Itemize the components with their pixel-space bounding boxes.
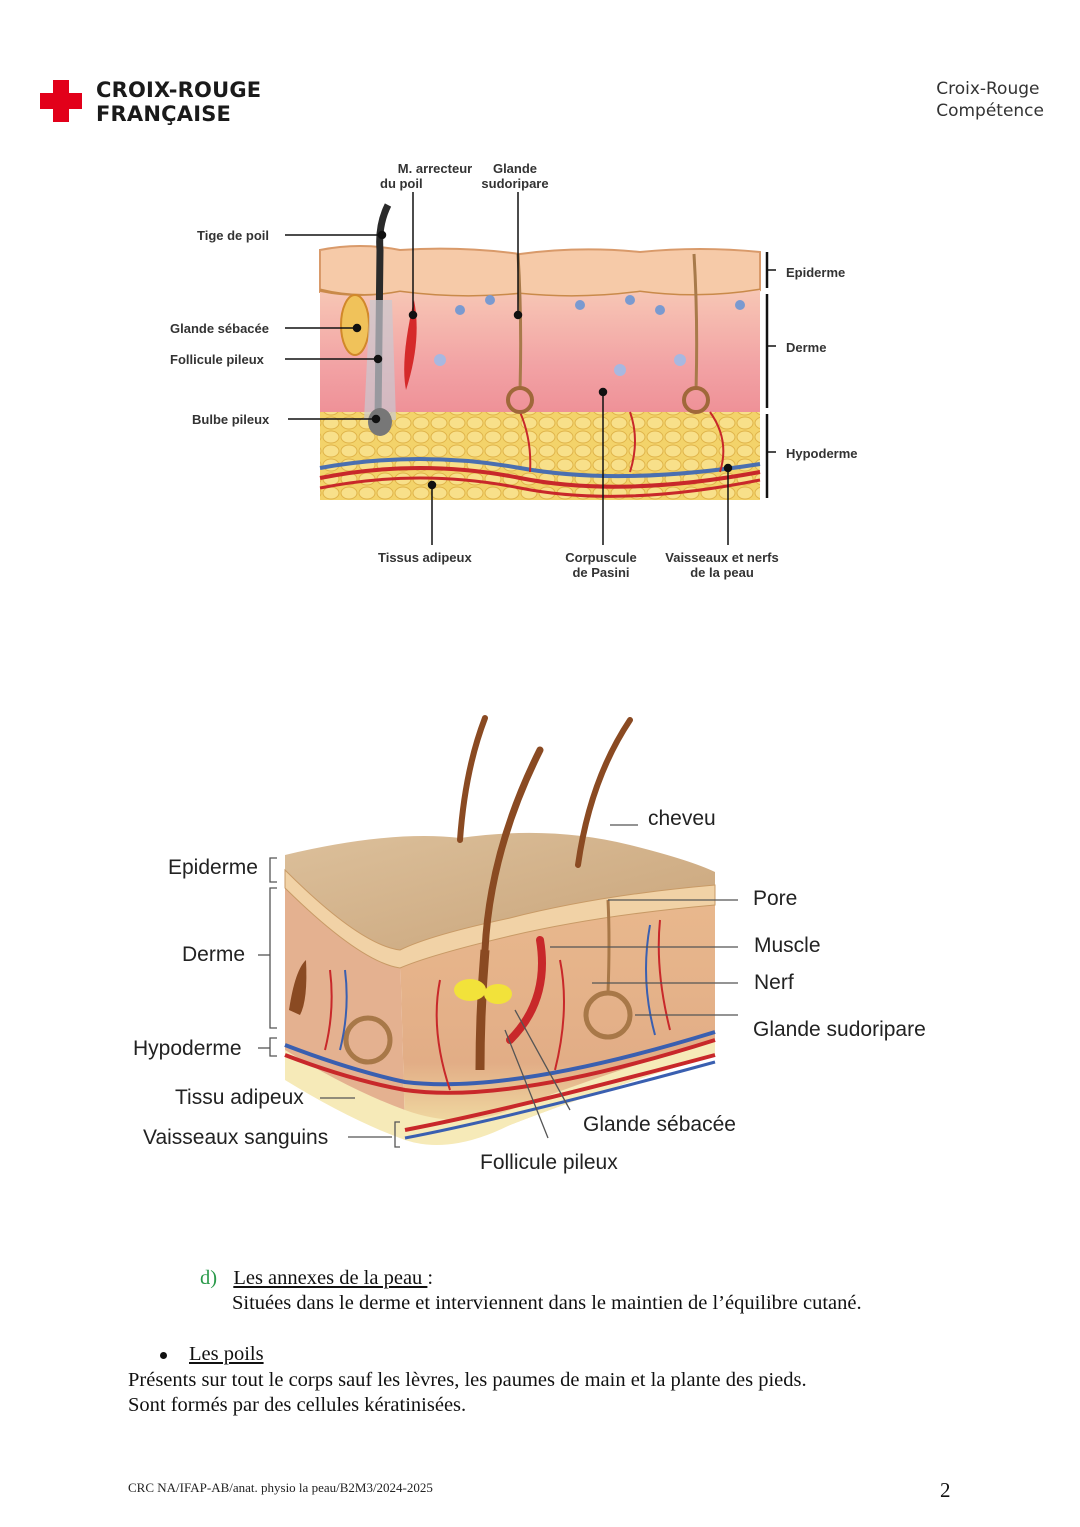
label-adipose-tissue: Tissus adipeux [378,550,472,565]
header-right-line-1: Croix-Rouge [936,79,1040,99]
label-dermis: Derme [786,340,827,355]
bullet-icon [160,1351,167,1359]
logo-line-1: CROIX-ROUGE [96,78,262,102]
label-blood-vessels: Vaisseaux sanguins [143,1126,329,1149]
label-sebaceous-gland-2: Glande sébacée [583,1113,736,1136]
label-hair-follicle-2: Follicule pileux [480,1151,618,1174]
section-letter: d) [200,1267,218,1289]
label-hair: cheveu [648,807,716,830]
section-description: Situées dans le derme et interviennent d… [232,1292,862,1314]
label-sebaceous-gland: Glande sébacée [170,321,269,336]
section-title: Les annexes de la peau [233,1267,428,1289]
label-hair-follicle: Follicule pileux [170,352,264,367]
label-dermis-2: Derme [182,943,246,966]
label-pacini-line-2: de Pasini [572,565,630,580]
label-epidermis: Epiderme [786,265,846,280]
label-sweat-gland-2: Glande sudoripare [753,1018,926,1041]
skin-block-diagram-2 [258,715,738,1148]
label-hypodermis-2: Hypoderme [133,1037,242,1060]
label-hair-bulb: Bulbe pileux [192,412,270,427]
label-pore: Pore [753,887,798,910]
logo-text: CROIX-ROUGE FRANÇAISE [96,78,261,126]
body-line-2: Sont formés par des cellules kératinisée… [128,1394,467,1416]
red-cross-logo-icon [40,80,82,122]
label-arrector-muscle: M. arrecteur du poil [380,161,490,191]
label-sweat-gland-line-1: Glande [492,161,538,176]
label-vessels-line-2: de la peau [690,565,754,580]
header-right-line-2: Compétence [936,101,1044,121]
label-vessels-line-1: Vaisseaux et nerfs [665,550,779,565]
footer-reference: CRC NA/IFAP-AB/anat. physio la peau/B2M3… [128,1480,433,1495]
body-line-1: Présents sur tout le corps sauf les lèvr… [128,1369,807,1391]
label-sweat-gland: Glande sudoripare [470,161,560,191]
label-arrector-line-2: du poil [380,176,423,191]
section-heading: d) Les annexes de la peau : [200,1266,433,1291]
label-hypodermis: Hypoderme [786,446,858,461]
label-nerve: Nerf [754,971,794,994]
page-number: 2 [940,1478,951,1502]
label-epidermis-2: Epiderme [168,856,258,879]
header-right: Croix-Rouge Compétence [936,78,1044,122]
label-hair-shaft: Tige de poil [197,228,269,243]
label-sweat-gland-line-2: sudoripare [481,176,549,191]
bullet-item: Les poils [160,1342,264,1367]
section-title-colon: : [427,1267,434,1289]
label-vessels-nerves: Vaisseaux et nerfs de la peau [660,550,784,580]
label-arrector-line-1: M. arrecteur [397,161,473,176]
label-pacini-corpuscle: Corpuscule de Pasini [555,550,647,580]
label-adipose-tissue-2: Tissu adipeux [175,1086,304,1109]
label-pacini-line-1: Corpuscule [565,550,637,565]
bullet-title: Les poils [189,1343,264,1365]
logo-line-2: FRANÇAISE [96,102,232,126]
label-muscle: Muscle [754,934,821,957]
skin-section-diagram-1 [285,192,776,545]
